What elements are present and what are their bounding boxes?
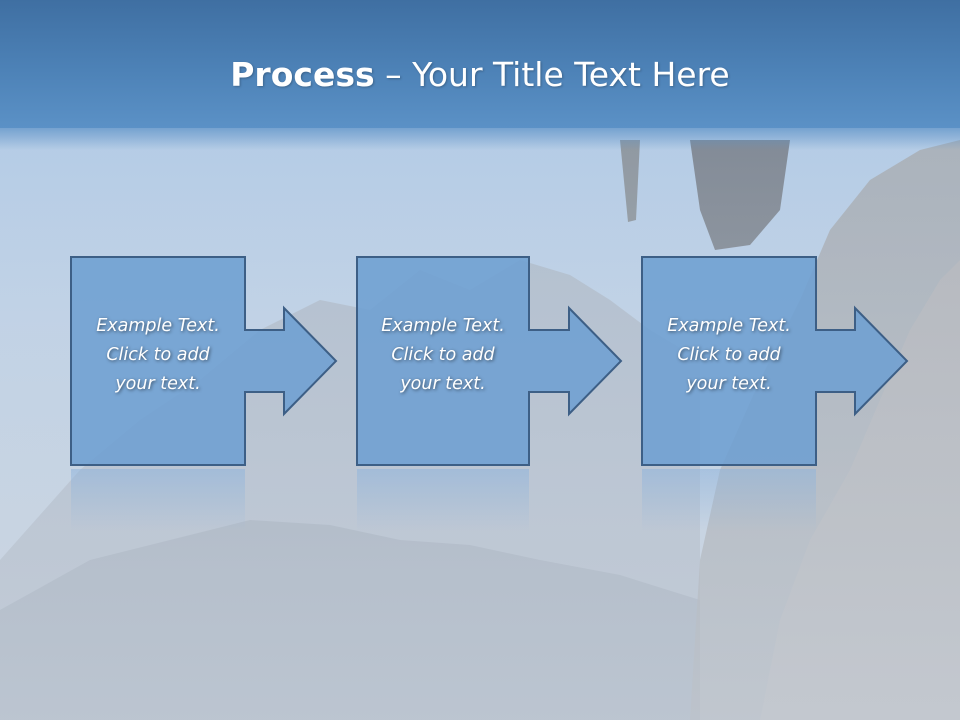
- title-bar: [0, 0, 960, 150]
- process-step-1[interactable]: Example Text. Click to add your text.: [70, 256, 411, 531]
- step-text[interactable]: Example Text. Click to add your text.: [357, 312, 529, 399]
- title-rest-part: – Your Title Text Here: [374, 55, 730, 94]
- process-step-2[interactable]: Example Text. Click to add your text.: [356, 256, 697, 531]
- step-text-content: Example Text. Click to add your text.: [96, 316, 220, 394]
- step-arrow-shape: [356, 256, 623, 531]
- step-text[interactable]: Example Text. Click to add your text.: [71, 312, 245, 399]
- step-arrow-shape: [641, 256, 909, 531]
- title-bold-part: Process: [230, 55, 375, 94]
- step-text-content: Example Text. Click to add your text.: [667, 316, 791, 394]
- step-text-content: Example Text. Click to add your text.: [381, 316, 505, 394]
- slide-title[interactable]: Process – Your Title Text Here: [0, 52, 960, 98]
- step-text[interactable]: Example Text. Click to add your text.: [642, 312, 816, 399]
- step-arrow-shape: [70, 256, 338, 531]
- process-step-3[interactable]: Example Text. Click to add your text.: [641, 256, 960, 531]
